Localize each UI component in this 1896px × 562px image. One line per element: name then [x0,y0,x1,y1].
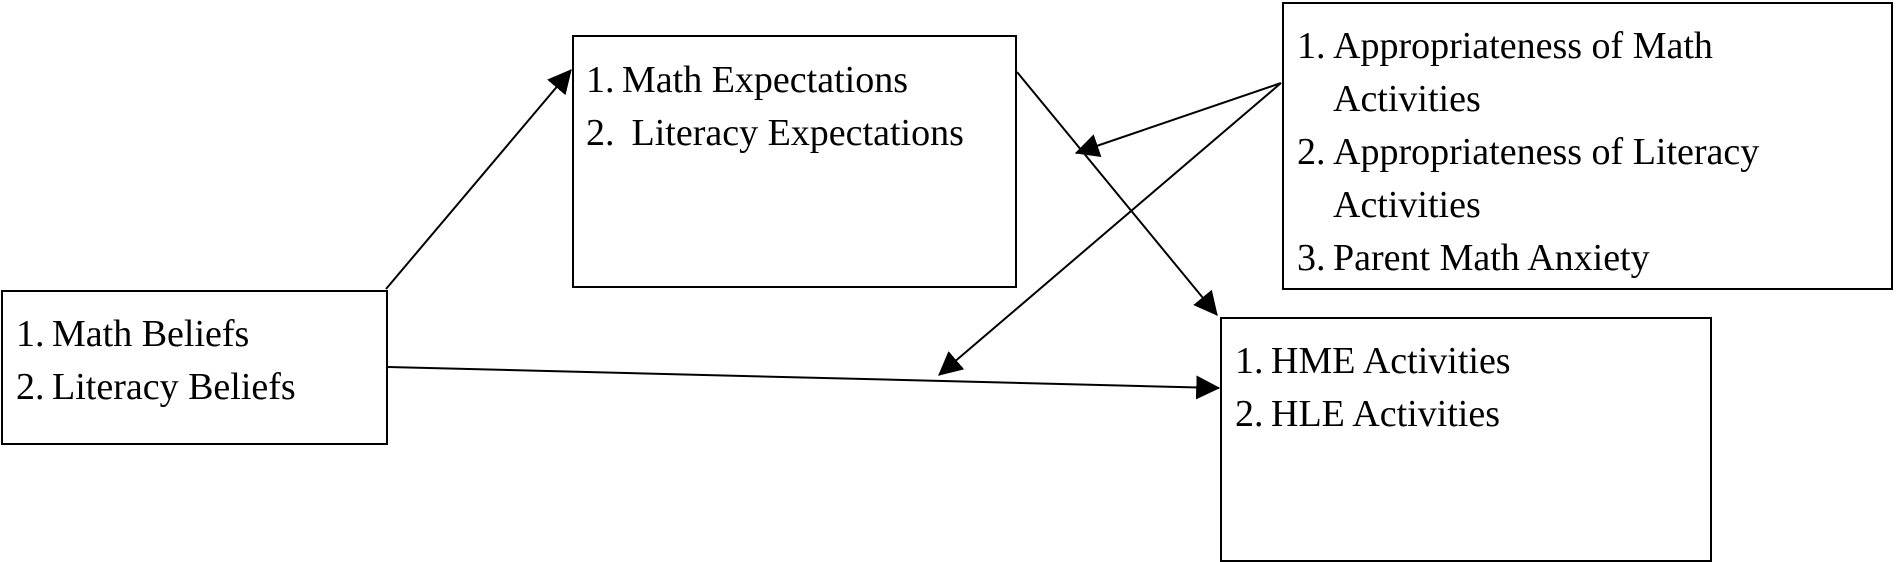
beliefs-box: 1.Math Beliefs 2.Literacy Beliefs [1,290,388,445]
item-number: 3. [1297,237,1326,279]
list-item: 2.HLE Activities [1235,388,1710,441]
activities-box: 1.HME Activities 2.HLE Activities [1220,317,1712,562]
item-number: 1. [16,313,45,355]
list-item: 1.Math Expectations [586,54,1015,107]
item-number: 2. [1297,131,1326,173]
arrow-beliefs-to-expectations [385,69,572,290]
list-item: 2.Appropriateness of Literacy Activities [1297,126,1853,232]
list-item: 3.Parent Math Anxiety [1297,232,1891,285]
item-text: Parent Math Anxiety [1333,237,1650,279]
item-text: Literacy Beliefs [52,366,296,408]
arrow-beliefs-to-activities [387,366,1221,400]
list-item: 2. Literacy Expectations [586,107,1015,160]
arrow-moderator-to-expectations-path [1074,82,1282,157]
item-text: Appropriateness of Math Activities [1333,25,1713,120]
expectations-box: 1.Math Expectations 2. Literacy Expectat… [572,35,1017,288]
list-item: 1.HME Activities [1235,335,1710,388]
item-number: 1. [1297,25,1326,67]
item-text: Literacy Expectations [622,112,964,154]
item-number: 1. [586,59,615,101]
item-text: Math Beliefs [52,313,250,355]
list-item: 1.Appropriateness of Math Activities [1297,20,1773,126]
list-item: 2.Literacy Beliefs [16,361,386,414]
list-item: 1.Math Beliefs [16,308,386,361]
arrow-expectations-to-activities [1016,71,1218,316]
item-number: 2. [16,366,45,408]
item-text: Math Expectations [622,59,908,101]
item-number: 2. [586,112,615,154]
item-text: HLE Activities [1271,393,1501,435]
arrow-moderator-to-beliefs-path [938,82,1282,376]
item-text: Appropriateness of Literacy Activities [1333,131,1760,226]
item-number: 1. [1235,340,1264,382]
item-number: 2. [1235,393,1264,435]
appropriateness-box: 1.Appropriateness of Math Activities 2.A… [1282,2,1893,290]
item-text: HME Activities [1271,340,1511,382]
